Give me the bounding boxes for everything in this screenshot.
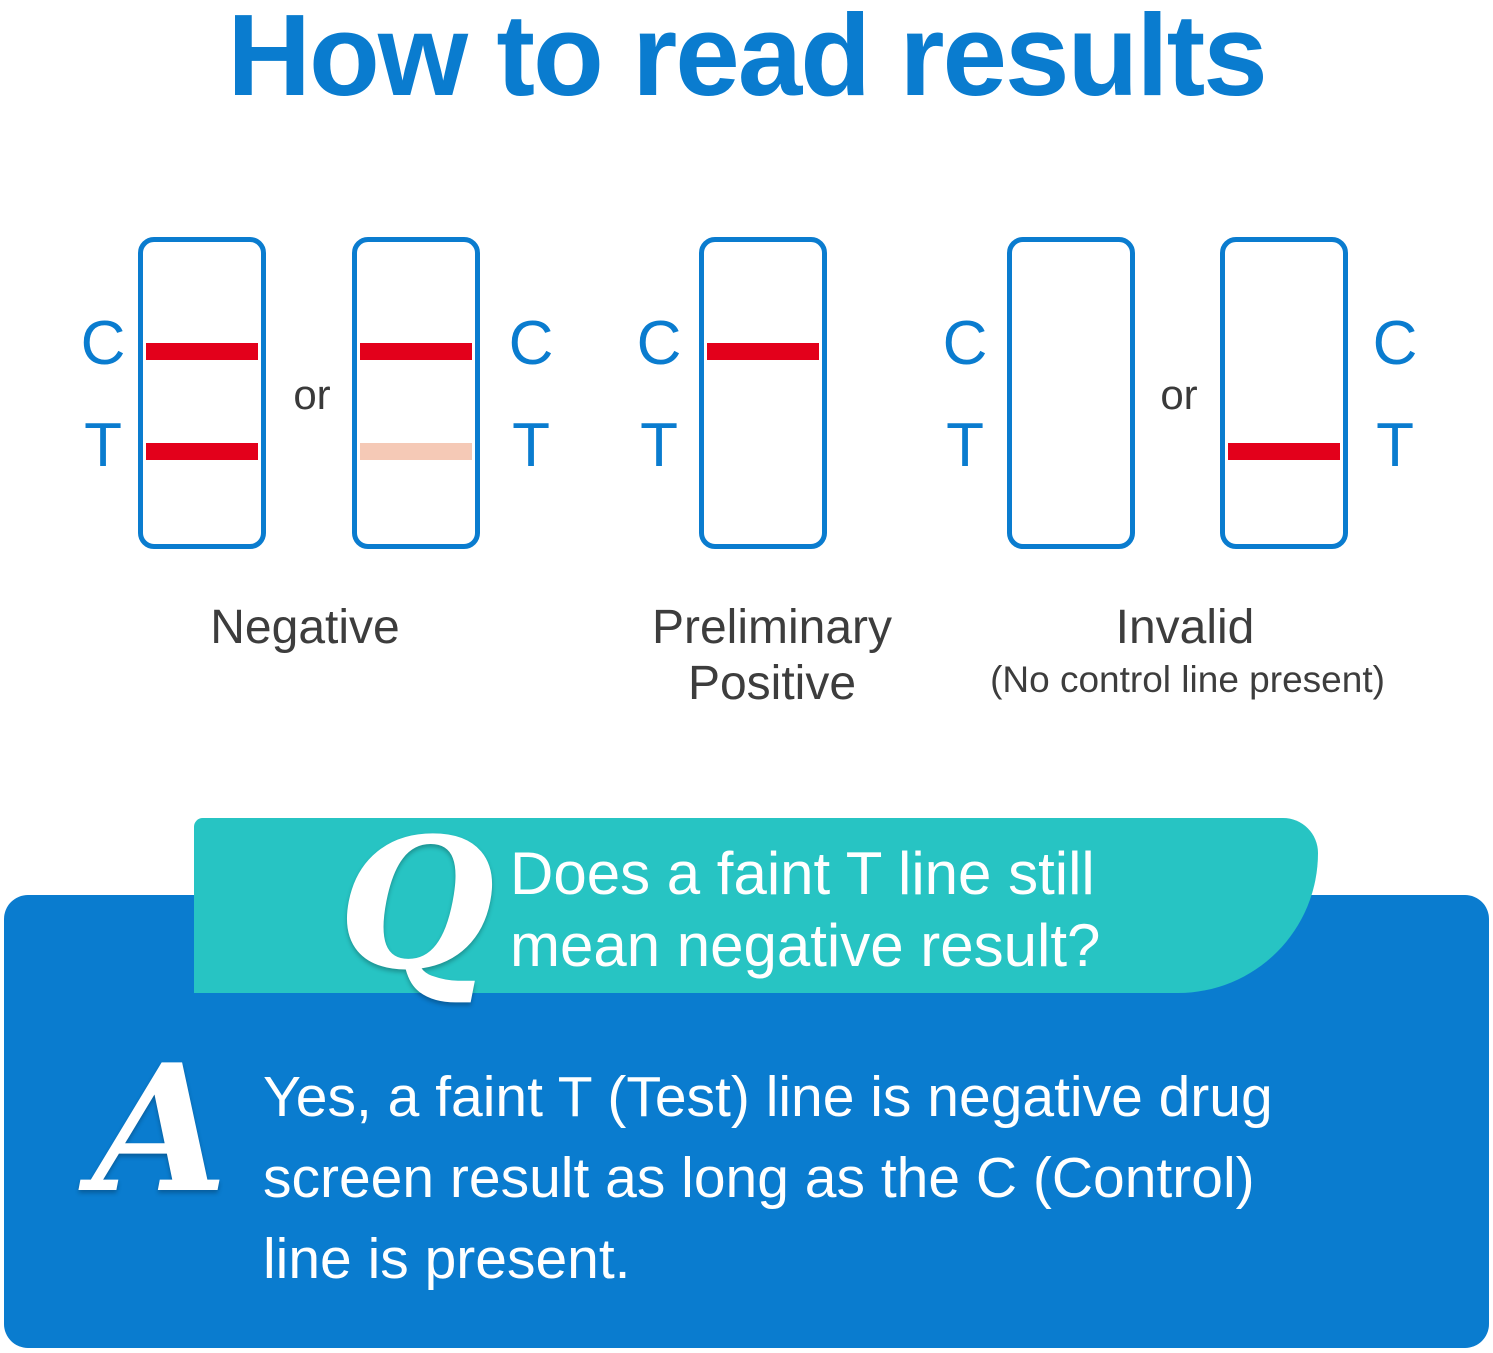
q-icon: Q: [338, 799, 495, 1010]
question-line-1: Does a faint T line still: [510, 840, 1095, 907]
answer-line-1: Yes, a faint T (Test) line is negative d…: [263, 1065, 1273, 1129]
test-strip-preliminary-positive: [699, 237, 827, 549]
page-title: How to read results: [227, 0, 1267, 120]
answer-line-2: screen result as long as the C (Control): [263, 1146, 1255, 1210]
control-line: [707, 343, 819, 360]
control-label: C: [636, 309, 682, 378]
test-label: T: [640, 411, 678, 480]
or-label: or: [293, 371, 331, 418]
preliminary-positive-caption-line1: Preliminary: [651, 601, 893, 654]
control-label: C: [508, 309, 554, 378]
test-strip-invalid-2: [1220, 237, 1348, 549]
test-strip-negative-2: [352, 237, 480, 549]
test-label: T: [946, 411, 984, 480]
invalid-caption: Invalid: [1115, 601, 1255, 654]
test-label: T: [84, 411, 122, 480]
test-strip-invalid-1: [1007, 237, 1135, 549]
control-label: C: [1372, 309, 1418, 378]
control-line: [360, 343, 472, 360]
control-line: [146, 343, 258, 360]
control-label: C: [942, 309, 988, 378]
answer-line-3: line is present.: [263, 1227, 631, 1291]
preliminary-positive-caption-line2: Positive: [687, 657, 857, 710]
a-icon: A: [92, 1027, 228, 1232]
negative-caption: Negative: [210, 601, 400, 654]
faint-test-line: [360, 443, 472, 460]
answer-text: Yes, a faint T (Test) line is negative d…: [263, 1057, 1443, 1300]
invalid-note: (No control line present): [990, 659, 1385, 700]
test-line: [1228, 443, 1340, 460]
test-label: T: [1376, 411, 1414, 480]
question-line-2: mean negative result?: [510, 912, 1101, 979]
or-label: or: [1160, 371, 1198, 418]
test-label: T: [512, 411, 550, 480]
question-panel: [194, 818, 1318, 993]
question-text: Does a faint T line still mean negative …: [510, 838, 1290, 982]
control-label: C: [80, 309, 126, 378]
test-line: [146, 443, 258, 460]
test-strip-negative-1: [138, 237, 266, 549]
